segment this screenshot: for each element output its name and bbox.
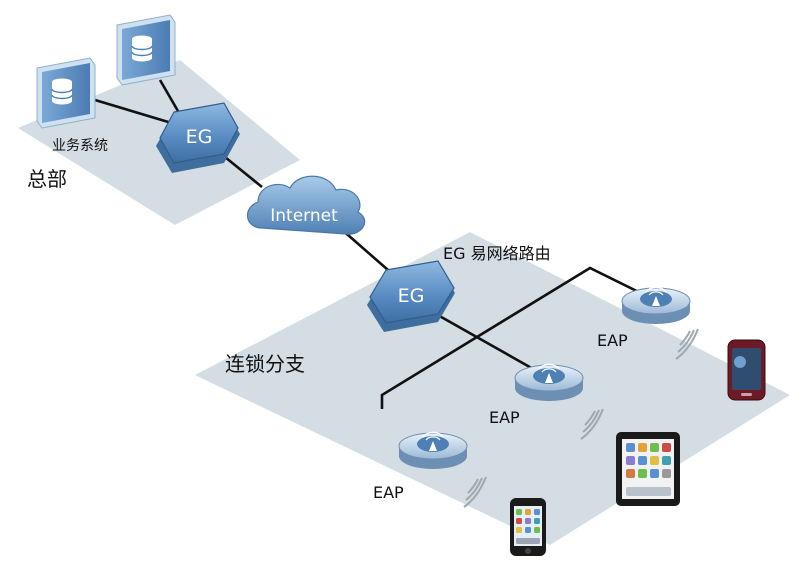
cloud-icon: Internet [247, 175, 366, 235]
eap-label-3: EAP [597, 331, 628, 350]
branch-gateway-label: EG [398, 285, 425, 307]
branch-label: 连锁分支 [225, 352, 305, 376]
wireless-ap-icon [514, 363, 584, 401]
hq-router-icon: EG [156, 102, 240, 173]
eap-label-1: EAP [373, 483, 404, 502]
tablet-icon [616, 432, 680, 506]
branch-zone [195, 232, 790, 545]
wireless-ap-icon [621, 286, 691, 324]
wifi-signal-icon [463, 476, 487, 508]
branch-gateway-caption: EG 易网络路由 [443, 244, 551, 263]
server-icon [116, 14, 176, 86]
business-system-label: 业务系统 [52, 138, 108, 154]
eap-label-2: EAP [489, 408, 520, 427]
branch-router-icon: EG [367, 260, 455, 332]
wireless-ap-icon [398, 431, 468, 469]
server-icon [36, 57, 96, 129]
headquarters-label: 总部 [27, 167, 67, 191]
smartphone-icon [727, 339, 766, 401]
hq-gateway-label: EG [186, 126, 213, 148]
wifi-signal-icon [580, 408, 604, 440]
internet-label: Internet [270, 206, 338, 226]
smartphone-icon [510, 498, 546, 556]
wifi-signal-icon [675, 328, 699, 360]
